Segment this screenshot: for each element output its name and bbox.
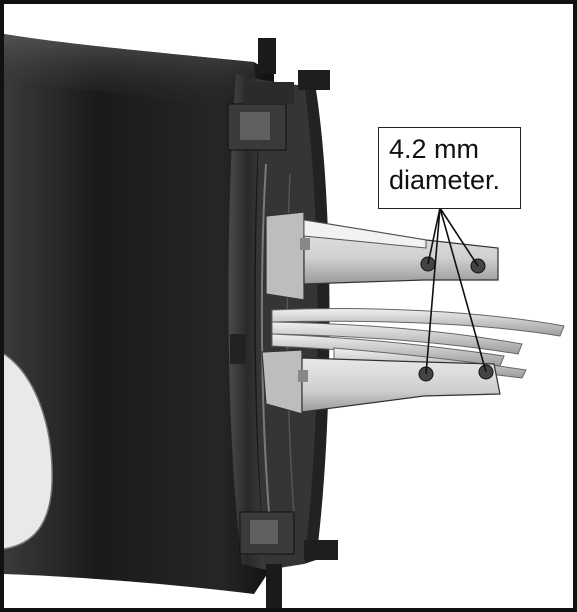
lower-bracket-arm	[261, 349, 501, 415]
bottom-clamp	[230, 334, 338, 608]
diameter-callout: 4.2 mm diameter.	[378, 127, 521, 209]
callout-line-2: diameter.	[389, 165, 501, 195]
tube-body	[4, 34, 274, 594]
tube-bracket-photo	[4, 34, 565, 608]
callout-leader-lines	[425, 207, 487, 375]
callout-line-1: 4.2 mm	[389, 134, 480, 164]
upper-bracket-arm	[265, 211, 499, 301]
top-clamp	[227, 38, 330, 151]
